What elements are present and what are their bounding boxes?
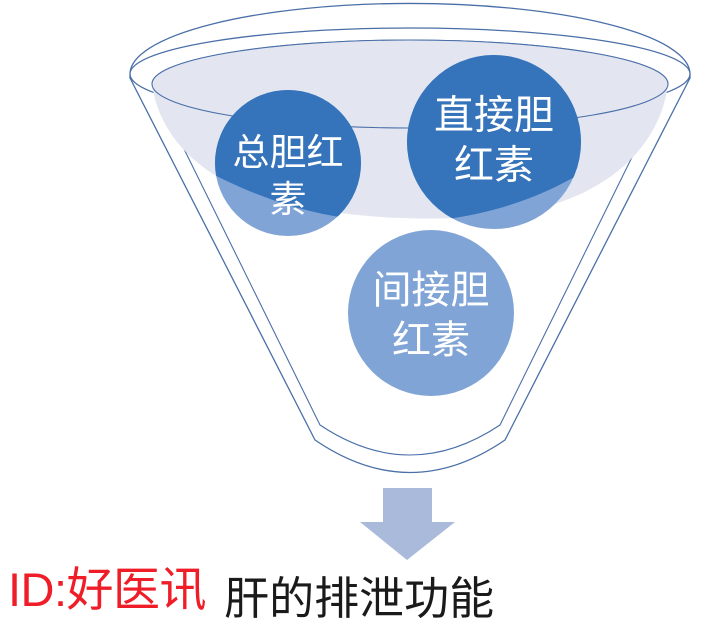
circle-label-direct-bilirubin-line2: 红素	[454, 144, 534, 188]
circle-label-indirect-bilirubin-line2: 红素	[392, 319, 470, 362]
circle-total-bilirubin: 总胆红 素	[215, 90, 361, 236]
circle-direct-bilirubin: 直接胆 红素	[407, 55, 581, 229]
circle-label-total-bilirubin-line2: 素	[270, 179, 307, 220]
down-arrow-icon	[360, 488, 455, 560]
circle-label-indirect-bilirubin-line1: 间接胆	[372, 269, 489, 312]
circle-label-total-bilirubin-line1: 总胆红	[233, 132, 344, 173]
circle-label-direct-bilirubin-line1: 直接胆	[434, 94, 554, 138]
circle-indirect-bilirubin: 间接胆 红素	[348, 230, 514, 396]
